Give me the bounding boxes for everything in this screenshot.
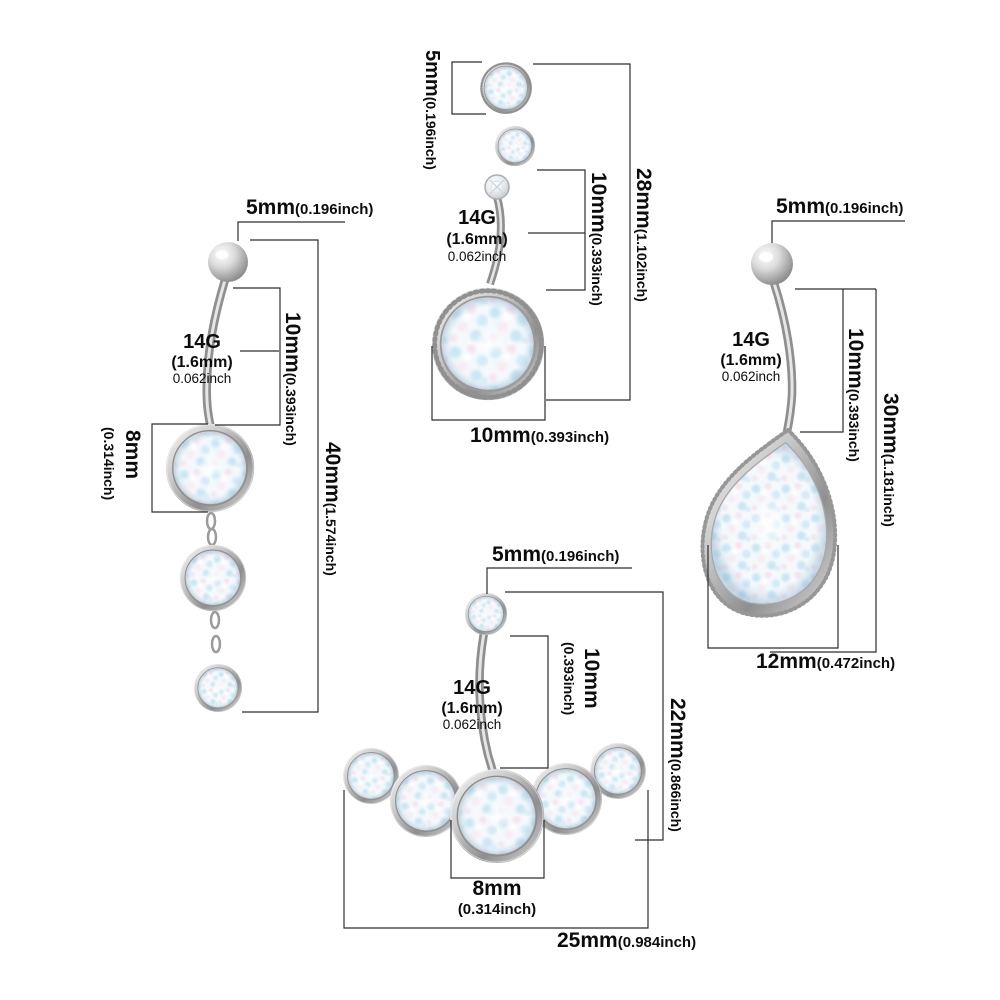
cz-gem: [484, 174, 510, 200]
barbell-post-highlight: [477, 632, 496, 777]
label-gauge: 14G: [183, 331, 221, 353]
size-inch: (0.393inch): [283, 373, 299, 446]
label-total-length: 28mm(1.102inch): [632, 168, 655, 302]
labels-ring-triple: 5mm(0.196inch) 14G (1.6mm) 0.062inch 10m…: [421, 50, 655, 447]
size-inch: (0.196inch): [295, 201, 373, 218]
size-value: 10mm: [470, 424, 531, 447]
label-bar-length: 10mm: [580, 648, 603, 709]
label-ball-size: 5mm(0.196inch): [421, 50, 443, 170]
ring-arc-illustration: [342, 592, 647, 864]
dimension-lines-ring-arc: [343, 567, 664, 929]
label-stone-size: 8mm: [121, 430, 144, 479]
size-inch: (0.196inch): [825, 200, 903, 217]
dimension-lines-ring-triple: [431, 61, 631, 421]
teardrop-stone: [700, 428, 838, 618]
label-gauge-inch: 0.062inch: [443, 717, 502, 732]
label-ball-size: 5mm(0.196inch): [776, 195, 903, 218]
label-gauge-mm: (1.6mm): [441, 700, 502, 717]
opal-stone-medium: [179, 544, 247, 612]
size-value: 12mm: [756, 650, 817, 673]
barbell-post-highlight: [488, 196, 503, 285]
label-gauge-inch: 0.062inch: [448, 249, 507, 264]
size-inch: (0.472inch): [817, 655, 895, 672]
label-bar-length-inch: (0.393inch): [561, 642, 577, 715]
label-gauge: 14G: [453, 677, 491, 699]
opal-center: [449, 768, 545, 864]
label-stone-size-inch: (0.314inch): [458, 901, 536, 918]
dimension-lines-ring-dangle: [151, 221, 345, 713]
label-total-length: 40mm(1.574inch): [321, 442, 344, 576]
label-bar-length: 10mm(0.393inch): [281, 312, 304, 446]
size-value: 10mm: [281, 312, 304, 373]
size-inch: (0.984inch): [618, 934, 696, 951]
size-inch: (0.393inch): [531, 429, 609, 446]
labels-ring-arc: 5mm(0.196inch) 14G (1.6mm) 0.062inch 10m…: [441, 543, 696, 952]
label-gauge-inch: 0.062inch: [722, 369, 781, 384]
top-ball: [208, 242, 248, 282]
size-value: 28mm: [632, 168, 655, 229]
size-inch: (1.102inch): [634, 229, 650, 302]
label-ball-size: 5mm(0.196inch): [246, 196, 373, 219]
size-inch: (1.181inch): [881, 454, 897, 527]
opal-middle: [494, 125, 536, 167]
opal-stone-small: [193, 663, 243, 713]
labels-ring-teardrop: 5mm(0.196inch) 14G (1.6mm) 0.062inch 10m…: [720, 195, 903, 673]
top-ball: [751, 243, 793, 285]
label-gauge: 14G: [732, 329, 770, 351]
barbell-post-highlight: [772, 282, 794, 433]
labels-ring-dangle: 5mm(0.196inch) 14G (1.6mm) 0.062inch 10m…: [101, 196, 373, 576]
size-inch: (0.393inch): [589, 233, 605, 306]
label-total-length: 30mm(1.181inch): [879, 393, 902, 527]
label-ball-size: 5mm(0.196inch): [492, 543, 619, 566]
size-value: 5mm: [421, 50, 443, 97]
dimension-lines-ring-teardrop: [707, 220, 905, 653]
barbell-post-highlight: [205, 279, 227, 429]
ring-teardrop-illustration: [700, 243, 838, 618]
opal-stone-large: [432, 288, 544, 400]
ring-dangle-illustration: [165, 242, 255, 713]
ball-highlight: [215, 250, 229, 260]
label-cluster-width: 25mm(0.984inch): [557, 929, 696, 952]
opal-top-ball: [464, 592, 508, 636]
size-value: 5mm: [246, 196, 295, 219]
label-gauge-mm: (1.6mm): [171, 354, 232, 371]
opal-top: [478, 60, 533, 115]
ring-triple-illustration: [432, 60, 544, 400]
size-value: 40mm: [321, 442, 344, 503]
size-value: 10mm: [844, 328, 867, 389]
size-inch: (0.196inch): [423, 97, 439, 170]
size-value: 5mm: [776, 195, 825, 218]
size-value: 25mm: [557, 929, 618, 952]
ball-highlight: [759, 252, 773, 262]
label-stone-size-inch: (0.314inch): [101, 427, 117, 500]
label-bar-length: 10mm(0.393inch): [587, 172, 610, 306]
label-gauge-inch: 0.062inch: [173, 371, 232, 386]
label-gauge-mm: (1.6mm): [446, 231, 507, 248]
size-value: 10mm: [587, 172, 610, 233]
label-gauge: 14G: [458, 207, 496, 229]
size-value: 5mm: [492, 543, 541, 566]
size-value: 22mm: [666, 698, 689, 759]
opal-stone-large: [165, 423, 255, 513]
size-inch: (0.866inch): [668, 759, 684, 832]
size-inch: (0.196inch): [541, 548, 619, 565]
label-stone-size: 12mm(0.472inch): [756, 650, 895, 673]
label-gauge-mm: (1.6mm): [720, 352, 781, 369]
label-total-length: 22mm(0.866inch): [666, 698, 689, 832]
size-inch: (0.393inch): [846, 389, 862, 462]
size-inch: (1.574inch): [323, 503, 339, 576]
size-value: 30mm: [879, 393, 902, 454]
label-bar-length: 10mm(0.393inch): [844, 328, 867, 462]
label-stone-size: 8mm: [472, 877, 521, 900]
label-stone-size: 10mm(0.393inch): [470, 424, 609, 447]
